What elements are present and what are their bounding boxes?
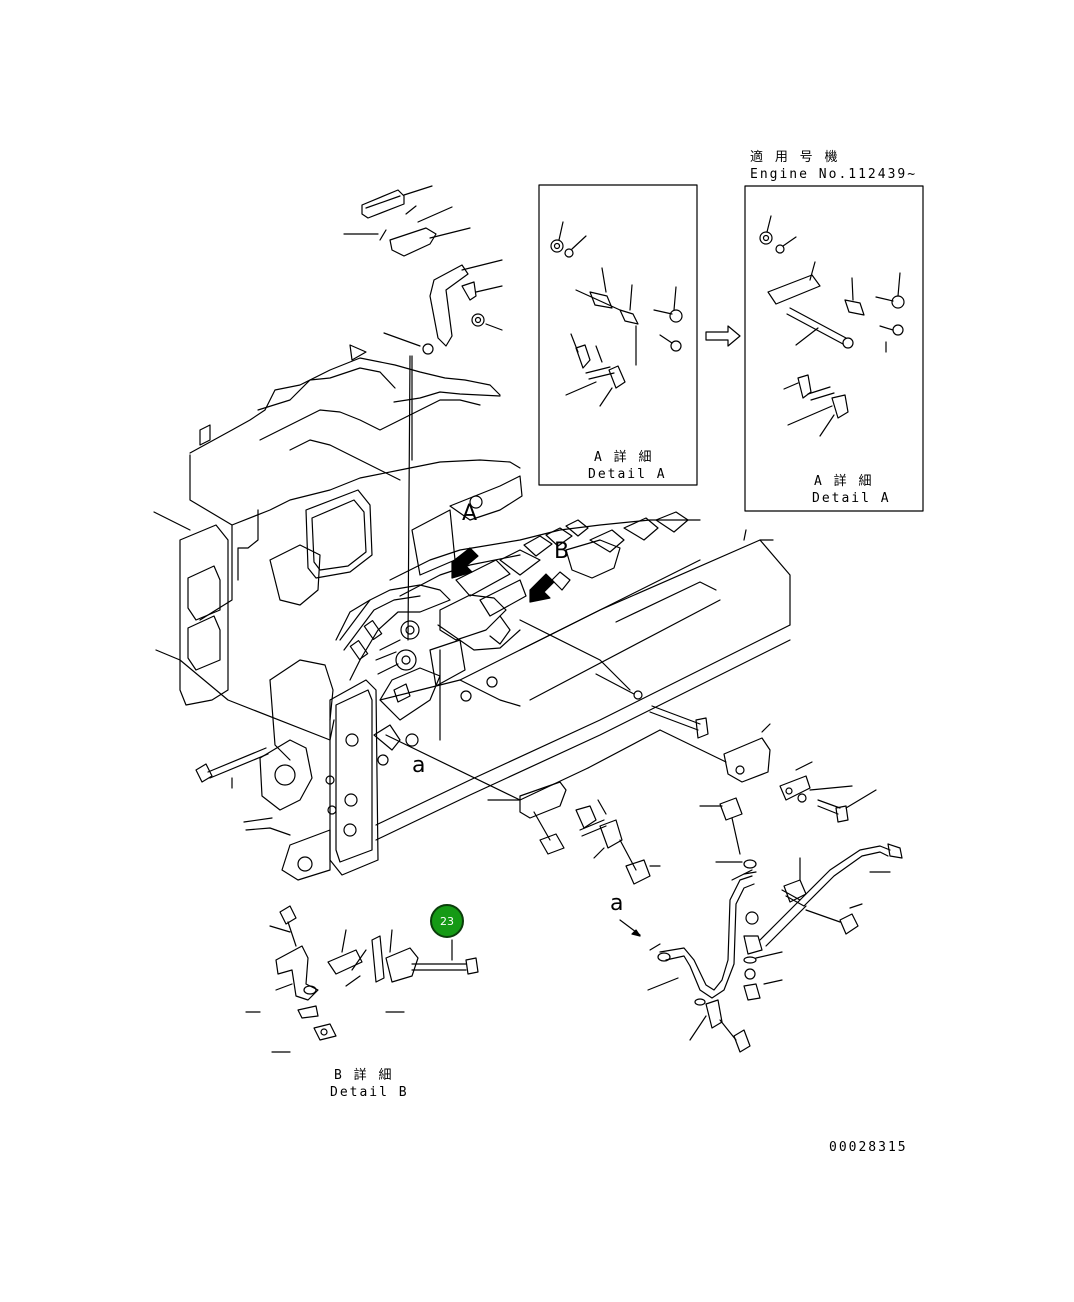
applicable-engine-label: 適 用 号 機 xyxy=(750,150,840,165)
view-letter-A: A xyxy=(462,501,478,526)
block-top-detail xyxy=(257,367,501,481)
drawing-number: 00028315 xyxy=(829,1140,908,1155)
detail-a-left-title-jp: A 詳 細 xyxy=(594,450,654,465)
detail-a-left-title-en: Detail A xyxy=(588,467,667,482)
triangle-marker-icon xyxy=(349,344,367,361)
right-fitting-parts xyxy=(519,619,877,869)
injection-pump xyxy=(335,475,701,801)
detail-b-title-jp: B 詳 細 xyxy=(334,1068,394,1083)
detail-a-right-title-en: Detail A xyxy=(812,491,891,506)
view-arrow-b-icon xyxy=(529,573,555,603)
detail-a-left-frame xyxy=(538,184,698,486)
view-arrow-a-icon xyxy=(451,547,479,579)
callout-23[interactable]: 23 xyxy=(430,904,464,938)
detail-a-left-parts xyxy=(550,221,683,407)
view-letter-B: B xyxy=(554,539,570,564)
detail-b-parts xyxy=(245,905,479,1053)
view-letter-a-pipe: a xyxy=(610,891,624,916)
detail-a-right-title-jp: A 詳 細 xyxy=(814,474,874,489)
engine-number: Engine No.112439~ xyxy=(750,167,918,182)
top-bracket-parts xyxy=(343,185,503,641)
engine-block xyxy=(153,357,791,881)
arrow-right-icon xyxy=(705,325,741,347)
fuel-pipe-parts xyxy=(619,843,903,1053)
left-bolt-parts xyxy=(195,739,313,823)
view-letter-a-main: a xyxy=(412,753,426,778)
detail-a-right-parts xyxy=(759,215,905,437)
centre-bracket-parts xyxy=(487,781,661,885)
detail-b-title-en: Detail B xyxy=(330,1085,409,1100)
detail-a-right-frame xyxy=(744,185,924,512)
